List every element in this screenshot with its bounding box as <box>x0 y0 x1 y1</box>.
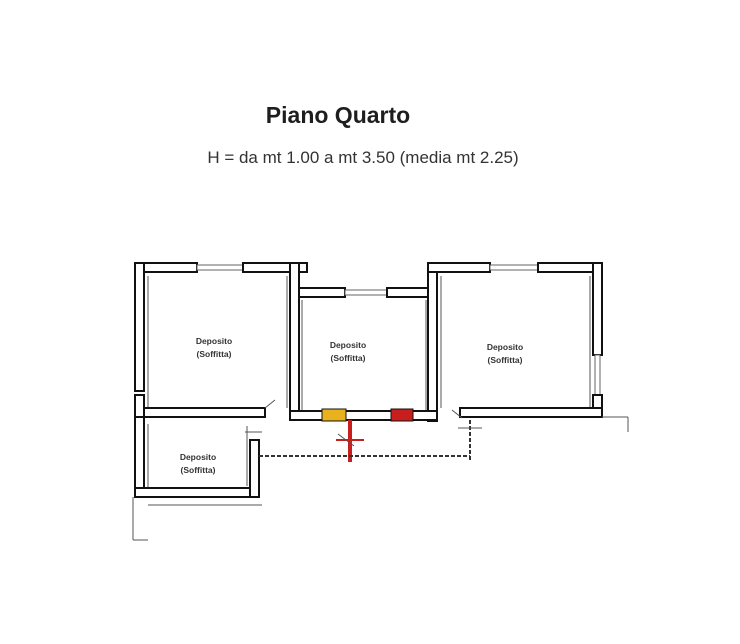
wall-center-bottom <box>289 410 438 421</box>
room-label-right: Deposito <box>487 342 523 352</box>
wall-right-top-a <box>427 262 491 273</box>
wall-left-partition <box>134 407 266 418</box>
wall-right-outer <box>592 262 603 356</box>
room-label-left-upper: Deposito <box>196 336 232 346</box>
corridor <box>259 420 482 462</box>
room-note-center: (Soffitta) <box>331 353 366 363</box>
wall-left-outer <box>134 262 145 392</box>
wall-center-top-b <box>386 287 434 298</box>
room-label-center: Deposito <box>330 340 366 350</box>
room-note-left-lower: (Soffitta) <box>181 465 216 475</box>
plan-title: Piano Quarto <box>265 102 411 128</box>
window-right-side <box>594 354 601 396</box>
room-note-right: (Soffitta) <box>488 355 523 365</box>
window-right-top <box>489 264 539 271</box>
room-center-walls <box>289 262 438 462</box>
wall-right-bottom <box>459 407 603 418</box>
wall-lower-bottom <box>134 487 260 498</box>
room-left-upper-walls <box>134 262 308 436</box>
wall-center-right <box>427 262 438 422</box>
door-left-swing <box>264 399 276 409</box>
height-note: H = da mt 1.00 a mt 3.50 (media mt 2.25) <box>207 148 519 167</box>
wall-left-top-b <box>242 262 308 273</box>
door-right-swing <box>451 409 463 419</box>
room-right-walls <box>427 262 629 432</box>
wall-lower-right <box>249 439 260 498</box>
window-left-top <box>196 264 244 271</box>
wall-left-right <box>289 262 300 418</box>
room-note-left-upper: (Soffitta) <box>197 349 232 359</box>
wall-lower-left <box>134 416 145 498</box>
wall-center-top-a <box>298 287 346 298</box>
room-label-left-lower: Deposito <box>180 452 216 462</box>
window-center-top <box>344 289 388 296</box>
room-left-lower-walls <box>132 416 262 541</box>
pipe-mark <box>337 433 355 447</box>
yellow-element <box>321 408 347 422</box>
red-element <box>390 408 414 422</box>
